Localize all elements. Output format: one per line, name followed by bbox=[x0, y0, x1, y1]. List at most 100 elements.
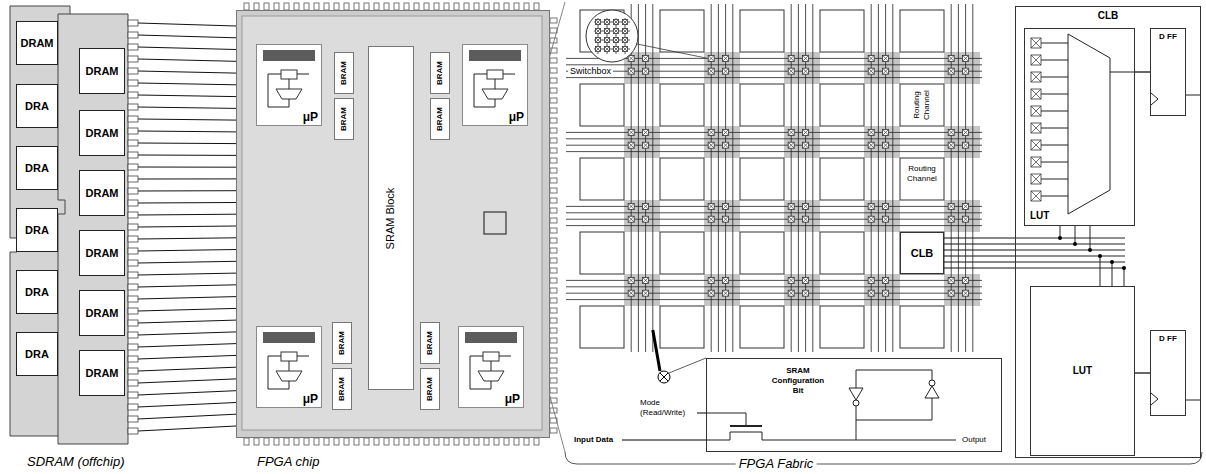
switch-mark bbox=[1031, 38, 1041, 48]
switch-mark bbox=[868, 277, 874, 283]
switch-mark bbox=[883, 216, 889, 222]
chip-pin bbox=[284, 438, 289, 445]
switch-mark bbox=[605, 47, 610, 52]
routing-wire bbox=[566, 151, 982, 152]
dram-chip: DRA bbox=[16, 208, 58, 252]
switch-mark bbox=[803, 290, 809, 296]
chip-pin bbox=[534, 438, 539, 445]
switch-mark bbox=[883, 129, 889, 135]
module-pin bbox=[128, 356, 138, 362]
switch-symbol bbox=[658, 371, 670, 383]
switch-mark bbox=[723, 290, 729, 296]
chip-pin bbox=[244, 3, 249, 10]
clb-input-wire bbox=[944, 250, 1016, 251]
switch-mark bbox=[643, 55, 649, 61]
microprocessor-block: μP bbox=[462, 44, 528, 126]
switch-mark bbox=[788, 142, 794, 148]
switch-mark bbox=[643, 55, 649, 61]
bus-wire bbox=[138, 308, 236, 311]
bus-wire bbox=[138, 391, 236, 395]
lut-block: LUT bbox=[1030, 286, 1135, 456]
switch-mark bbox=[803, 55, 809, 61]
switch-mark bbox=[963, 216, 969, 222]
bus-wire bbox=[138, 414, 236, 419]
chip-pin bbox=[274, 3, 279, 10]
chip-pin bbox=[254, 3, 259, 10]
module-pin bbox=[128, 20, 138, 26]
chip-pin bbox=[304, 3, 309, 10]
fpga-chip: FPGA chipμPBRAMBRAMSRAM BlockBRAMBRAMμPμ… bbox=[236, 10, 550, 438]
dram-chip: DRAM bbox=[79, 350, 125, 396]
bram-label: BRAM bbox=[425, 331, 435, 355]
chip-label: FPGA chip bbox=[257, 454, 319, 469]
processor-symbol bbox=[263, 50, 315, 107]
switch-mark bbox=[883, 216, 889, 222]
caption: SDRAM (offchip) bbox=[24, 454, 128, 469]
clb-square bbox=[820, 306, 864, 348]
switch-mark bbox=[708, 290, 714, 296]
chip-pin bbox=[264, 438, 269, 445]
clb-input-wire bbox=[1016, 256, 1125, 257]
pins-and-bus bbox=[128, 3, 557, 445]
chip-pin bbox=[550, 218, 557, 223]
lut-to-ff-wire bbox=[1135, 372, 1150, 373]
datapath-wire bbox=[491, 361, 492, 371]
chip-pin bbox=[394, 3, 399, 10]
switchbox bbox=[864, 126, 900, 158]
dram-chip: DRAM bbox=[79, 48, 125, 94]
lut-block: LUT bbox=[1024, 28, 1135, 226]
switch-mark bbox=[708, 55, 714, 61]
chip-pin bbox=[550, 148, 557, 153]
clb-square bbox=[660, 10, 704, 52]
dram-chip: DRA bbox=[16, 84, 58, 128]
switch-mark bbox=[723, 277, 729, 283]
inverter bbox=[925, 386, 939, 398]
bram-block: BRAM bbox=[332, 368, 352, 410]
switch-mark bbox=[963, 142, 969, 148]
chip-pin bbox=[550, 198, 557, 203]
switch-mark bbox=[614, 29, 619, 34]
switch-mark bbox=[623, 47, 628, 52]
chip-pin bbox=[550, 238, 557, 243]
switch-mark bbox=[948, 129, 954, 135]
switch-mark bbox=[963, 68, 969, 74]
switch-mark bbox=[614, 38, 619, 43]
chip-pin bbox=[550, 318, 557, 323]
bus-wire bbox=[138, 47, 236, 50]
sram-label: SRAM Block bbox=[385, 187, 398, 249]
chip-pin bbox=[550, 208, 557, 213]
switchbox bbox=[784, 200, 820, 232]
switch-mark bbox=[723, 142, 729, 148]
routing-channel-label: Routing Channel bbox=[900, 164, 944, 184]
switch-mark bbox=[643, 203, 649, 209]
switch-mark bbox=[708, 129, 714, 135]
switch-mark bbox=[643, 129, 649, 135]
switchbox bbox=[944, 126, 980, 158]
switch-mark bbox=[628, 142, 634, 148]
lut-wire bbox=[1041, 162, 1068, 163]
bus-wire bbox=[138, 167, 236, 168]
switch-mark bbox=[643, 216, 649, 222]
clb-square bbox=[580, 84, 624, 126]
dram-label: DRAM bbox=[86, 65, 119, 78]
switch-mark bbox=[963, 129, 969, 135]
dram-chip: DRA bbox=[16, 146, 58, 190]
switch-mark bbox=[1031, 72, 1041, 82]
switch-mark bbox=[628, 203, 634, 209]
switch-mark bbox=[803, 68, 809, 74]
processor-symbol bbox=[263, 332, 315, 389]
module-pin bbox=[128, 224, 138, 230]
chip-pin bbox=[550, 168, 557, 173]
switch-mark bbox=[628, 129, 634, 135]
module-pin bbox=[128, 320, 138, 326]
switch-mark bbox=[868, 277, 874, 283]
dram-chip: DRAM bbox=[16, 21, 58, 65]
chip-pin bbox=[524, 3, 529, 10]
detail-group bbox=[242, 16, 542, 430]
lut-wire bbox=[1041, 43, 1068, 44]
bus-wire bbox=[138, 23, 236, 26]
switch-mark bbox=[803, 290, 809, 296]
lut-wire bbox=[1041, 111, 1068, 112]
chip-pin bbox=[264, 3, 269, 10]
chip-pin bbox=[484, 438, 489, 445]
